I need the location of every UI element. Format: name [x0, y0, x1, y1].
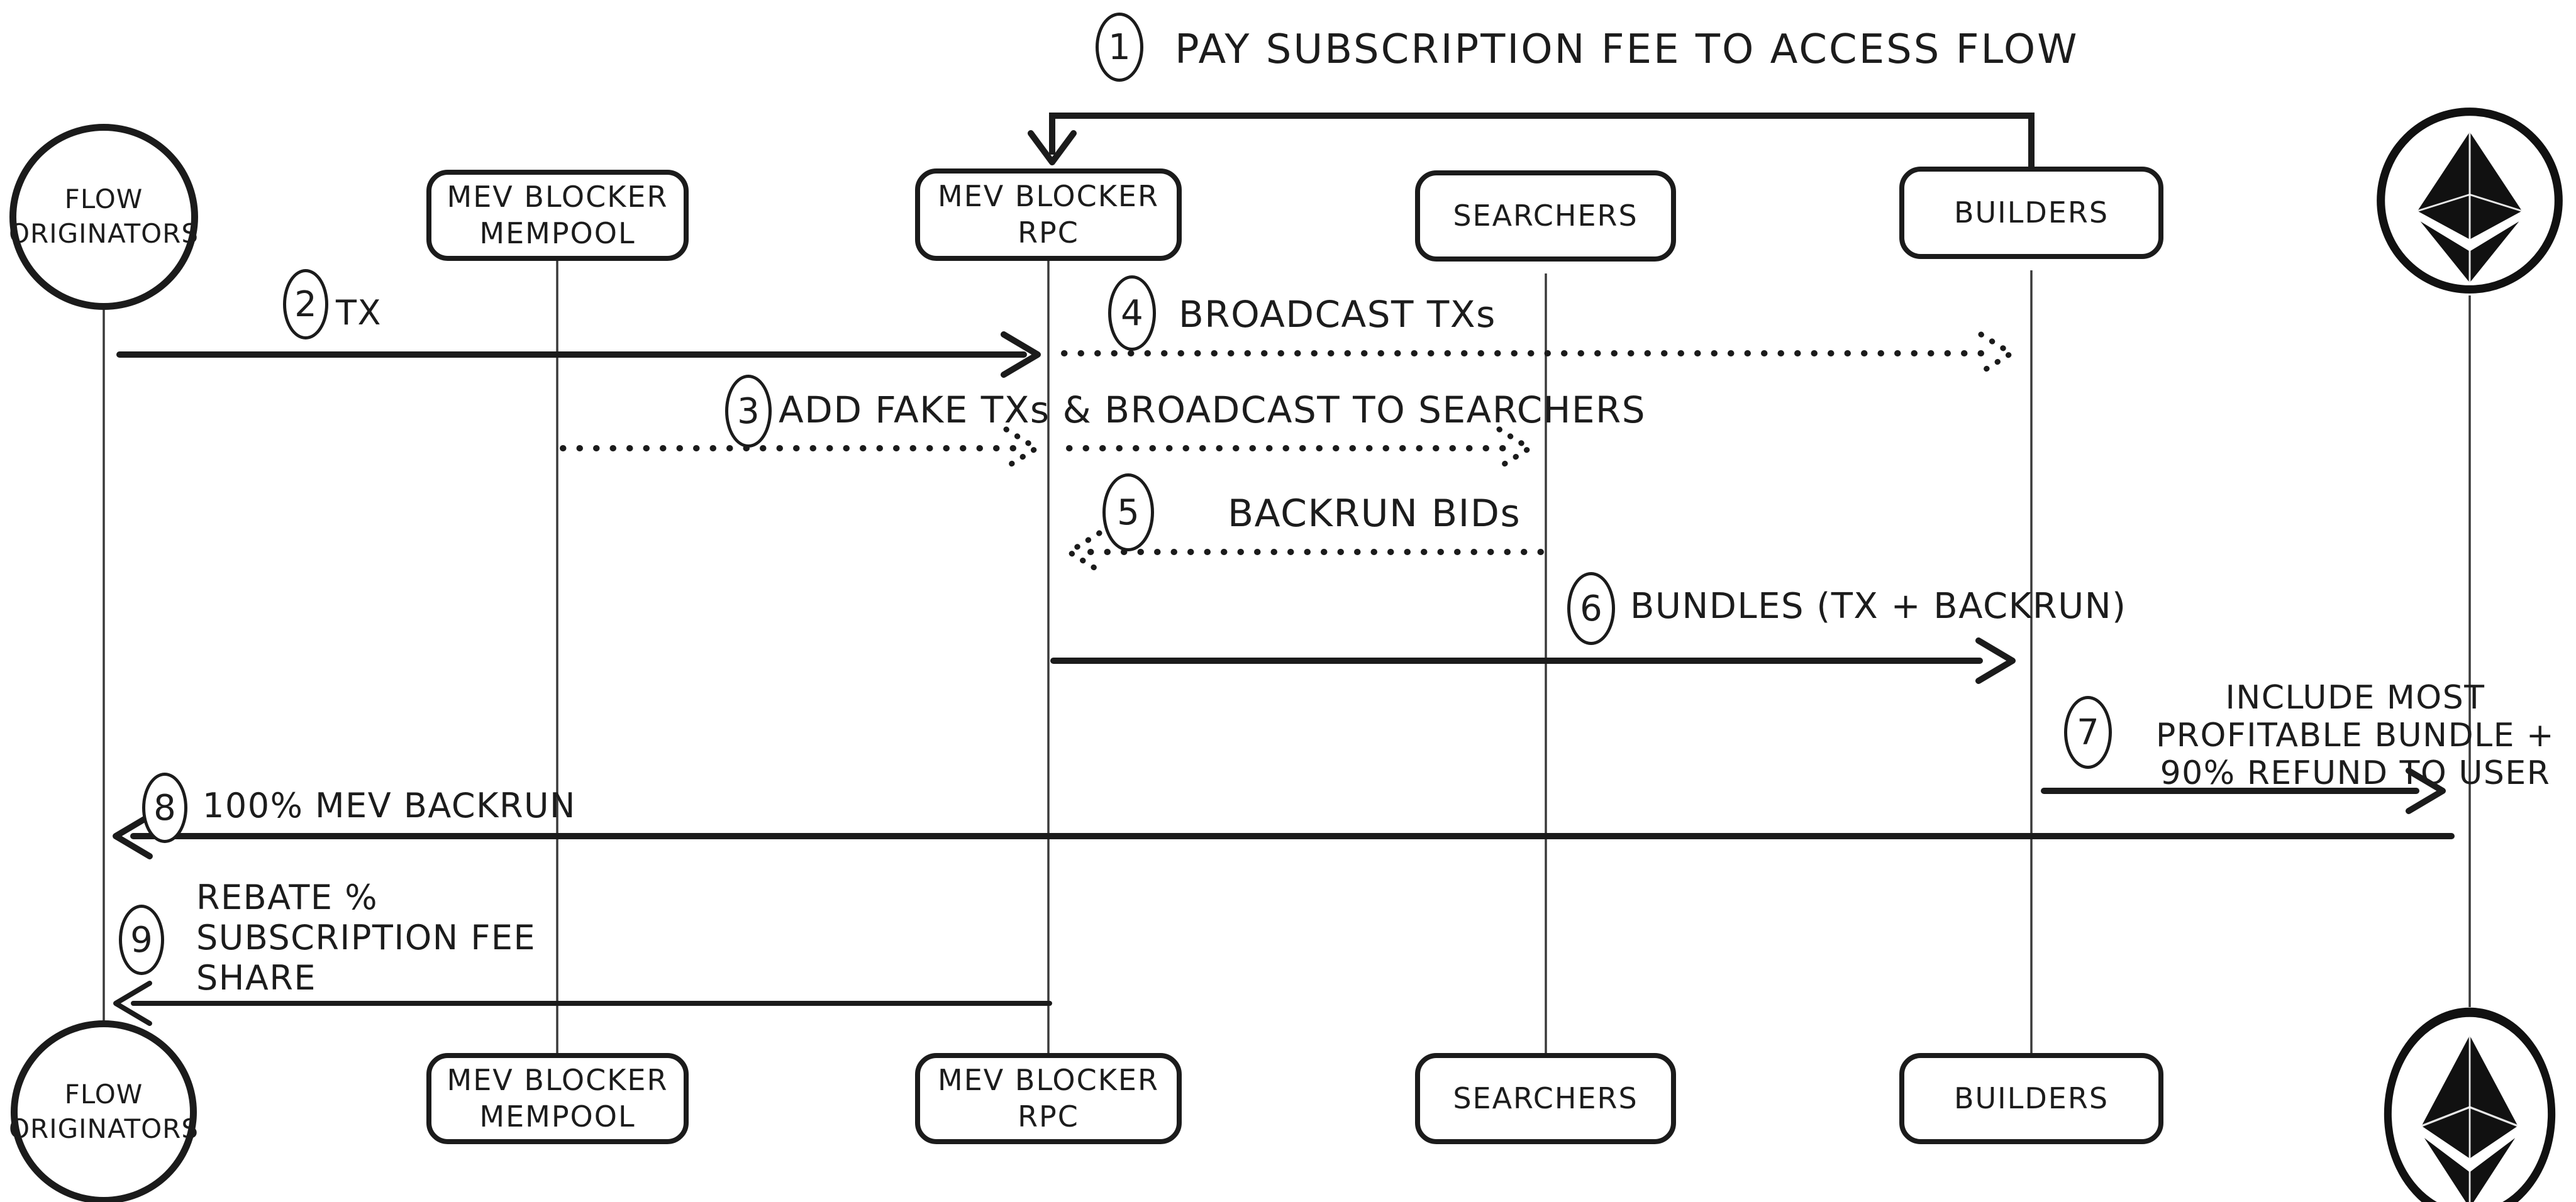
- message-arrow-2: [116, 331, 1041, 378]
- actor-label: MEMPOOL: [479, 1099, 636, 1133]
- step-number: 2: [294, 284, 317, 325]
- message-label-2: TX: [336, 293, 382, 333]
- message-arrow-4: [1061, 331, 2017, 375]
- actor-label: MEV BLOCKER: [938, 179, 1159, 213]
- actor-label: FLOW: [64, 184, 143, 215]
- actor-label: MEV BLOCKER: [938, 1063, 1159, 1097]
- step-number: 5: [1117, 492, 1140, 533]
- message-arrow-1: [1028, 113, 2035, 167]
- step-number: 1: [1108, 26, 1131, 68]
- message-arrow-9: [113, 981, 1052, 1026]
- message-arrow-5: [1063, 530, 1544, 574]
- actor-label: ORIGINATORS: [9, 218, 199, 249]
- actor-flow-originators-bottom: FLOW ORIGINATORS: [9, 1020, 199, 1202]
- actor-label: SEARCHERS: [1453, 1081, 1638, 1115]
- actor-mev-blocker-rpc-top: MEV BLOCKER RPC: [915, 168, 1182, 261]
- actor-mev-blocker-rpc-bottom: MEV BLOCKER RPC: [915, 1053, 1182, 1144]
- message-label-line: SUBSCRIPTION FEE: [196, 918, 536, 957]
- step-badge-2: 2: [283, 269, 328, 339]
- step-number: 6: [1580, 588, 1602, 629]
- step-badge-3: 3: [725, 375, 772, 448]
- step-number: 4: [1121, 292, 1143, 334]
- actor-flow-originators-top: FLOW ORIGINATORS: [9, 124, 198, 310]
- actor-label: BUILDERS: [1953, 195, 2109, 229]
- step-badge-1: 1: [1096, 13, 1143, 82]
- message-label-9: REBATE % SUBSCRIPTION FEE SHARE: [196, 878, 536, 998]
- step-badge-6: 6: [1567, 572, 1615, 645]
- actor-label: RPC: [1018, 1099, 1079, 1133]
- actor-ethereum-top: [2374, 104, 2565, 297]
- message-label-1: PAY SUBSCRIPTION FEE TO ACCESS FLOW: [1175, 26, 2079, 73]
- message-label-line: INCLUDE MOST: [2225, 679, 2485, 717]
- message-label-8: 100% MEV BACKRUN: [203, 786, 576, 825]
- actor-builders-bottom: BUILDERS: [1899, 1053, 2163, 1144]
- step-number: 7: [2077, 712, 2099, 753]
- message-arrow-6: [1050, 637, 2016, 684]
- message-label-5: BACKRUN BIDs: [1228, 492, 1521, 536]
- message-label-6: BUNDLES (TX + BACKRUN): [1630, 586, 2127, 627]
- actor-label: FLOW: [64, 1079, 143, 1110]
- message-label-line: REBATE %: [196, 878, 379, 917]
- message-label-line: 90% REFUND TO USER: [2160, 754, 2551, 792]
- message-label-4: BROADCAST TXs: [1179, 293, 1496, 336]
- ethereum-logo-icon: [2384, 1007, 2556, 1202]
- message-label-7: INCLUDE MOST PROFITABLE BUNDLE + 90% REF…: [2138, 679, 2572, 792]
- step-number: 3: [737, 390, 760, 432]
- actor-label: BUILDERS: [1953, 1081, 2109, 1115]
- message-label-line: PROFITABLE BUNDLE +: [2155, 717, 2555, 754]
- actor-mev-blocker-mempool-bottom: MEV BLOCKER MEMPOOL: [426, 1053, 689, 1144]
- lifelines: [103, 260, 2471, 1054]
- actor-builders-top: BUILDERS: [1899, 167, 2163, 259]
- actor-mev-blocker-mempool-top: MEV BLOCKER MEMPOOL: [426, 170, 689, 261]
- actor-label: MEMPOOL: [479, 216, 636, 250]
- actor-label: RPC: [1018, 215, 1079, 250]
- step-number: 9: [130, 919, 153, 961]
- step-badge-8: 8: [142, 773, 187, 843]
- step-badge-5: 5: [1102, 473, 1154, 551]
- step-badge-7: 7: [2064, 696, 2112, 769]
- actor-label: ORIGINATORS: [9, 1113, 199, 1144]
- actor-label: MEV BLOCKER: [447, 1063, 669, 1097]
- message-arrow-8: [113, 813, 2455, 859]
- actor-searchers-bottom: SEARCHERS: [1415, 1053, 1676, 1144]
- step-number: 8: [153, 787, 176, 829]
- message-arrow-3: [560, 426, 1535, 470]
- message-label-line: SHARE: [196, 958, 316, 998]
- step-badge-4: 4: [1108, 275, 1156, 351]
- actor-label: MEV BLOCKER: [447, 180, 669, 214]
- actor-label: SEARCHERS: [1453, 198, 1638, 233]
- step-badge-9: 9: [119, 905, 164, 975]
- message-arrow-7: [2041, 768, 2446, 814]
- ethereum-logo-icon: [2377, 108, 2563, 294]
- actor-ethereum-bottom: [2382, 1005, 2558, 1202]
- actor-searchers-top: SEARCHERS: [1415, 170, 1676, 262]
- message-label-3: ADD FAKE TXs & BROADCAST TO SEARCHERS: [779, 389, 1646, 431]
